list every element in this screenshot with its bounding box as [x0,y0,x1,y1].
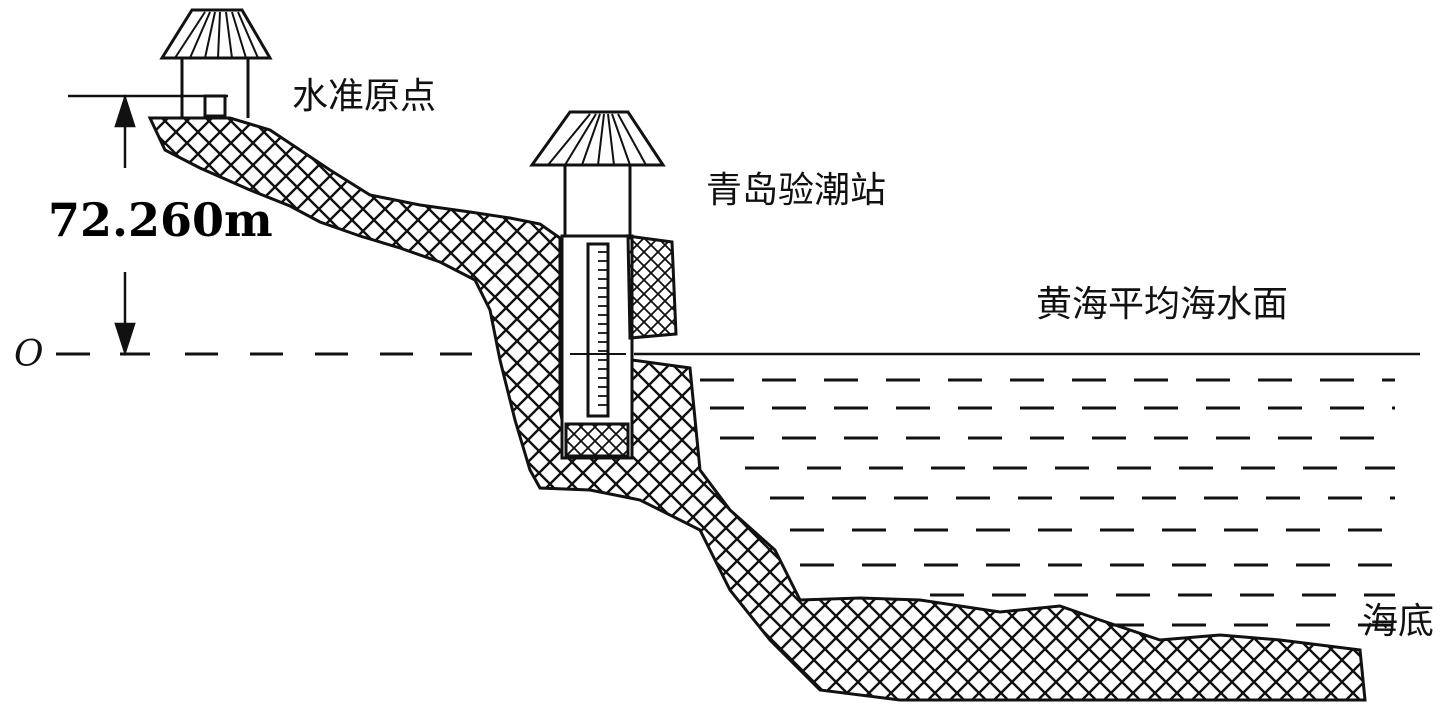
origin-symbol-label: O [14,334,44,375]
stilling-well [626,234,678,340]
benchmark-origin-label: 水准原点 [292,76,436,117]
tide-station [529,110,666,460]
mean-sea-level-label: 黄海平均海水面 [1036,284,1288,325]
benchmark-building [159,8,273,118]
seabed-label: 海底 [1362,601,1434,642]
ground-terrain [147,116,1367,702]
sea-water [700,378,1395,627]
height-value-label: 72.260m [48,193,273,247]
tide-station-label: 青岛验潮站 [706,170,886,211]
height-dimension [68,93,228,357]
